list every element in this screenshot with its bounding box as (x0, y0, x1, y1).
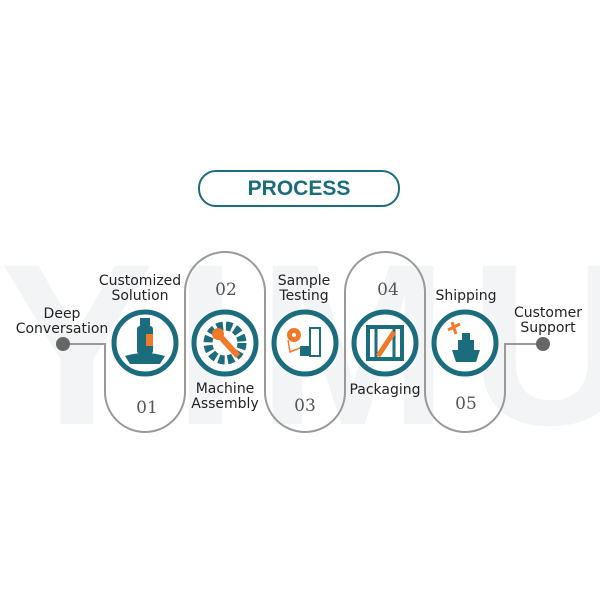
step-3-label: Sample Testing (277, 273, 331, 304)
step-3-number: 03 (294, 396, 316, 416)
start-dot (56, 337, 70, 351)
step-5-number: 05 (455, 394, 477, 414)
step-4-number: 04 (377, 280, 399, 300)
step-2-label: Machine Assembly (191, 381, 259, 412)
end-dot (536, 337, 550, 351)
step-1-number: 01 (136, 398, 158, 418)
machine-icon (271, 309, 339, 377)
page-title: PROCESS (198, 170, 400, 207)
step-1-label: Customized Solution (98, 273, 182, 304)
crate-icon (351, 309, 419, 377)
hand-bottle-icon (111, 309, 179, 377)
start-label: Deep Conversation (15, 306, 109, 337)
step-5-label: Shipping (435, 288, 497, 304)
end-label: Customer Support (513, 305, 583, 336)
step-2-number: 02 (215, 280, 237, 300)
step-4-label: Packaging (349, 382, 421, 398)
ship-plane-icon (431, 309, 499, 377)
gear-wrench-icon (191, 309, 259, 377)
